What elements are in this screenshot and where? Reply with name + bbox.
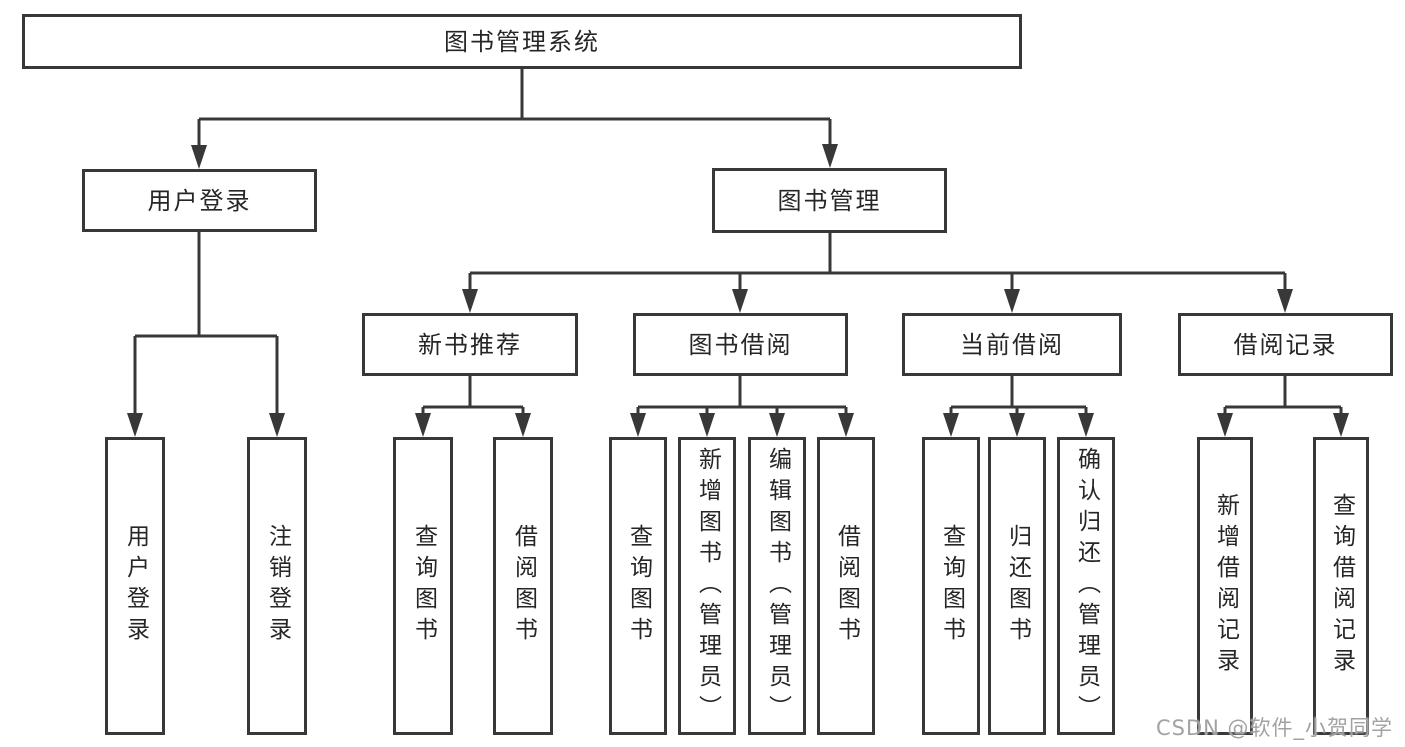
node-book-borrow: 图书借阅	[633, 313, 848, 376]
node-bb-add-label: 新增图书（管理员）	[694, 446, 721, 726]
node-cb-query-label: 查询图书	[938, 524, 965, 648]
node-bb-edit: 编辑图书（管理员）	[748, 437, 806, 735]
node-book-borrow-label: 图书借阅	[688, 330, 793, 359]
node-br-query: 查询借阅记录	[1313, 437, 1369, 735]
node-user-login-label: 用户登录	[147, 186, 252, 215]
node-bb-borrow-label: 借阅图书	[833, 524, 860, 648]
node-br-add: 新增借阅记录	[1197, 437, 1253, 735]
connector-book-borrow-children	[630, 376, 854, 437]
node-ul-user-login: 用户登录	[105, 437, 165, 735]
node-borrow-record-label: 借阅记录	[1233, 330, 1338, 359]
csdn-watermark: CSDN @软件_小贺同学	[1156, 716, 1394, 740]
node-nbr-query-label: 查询图书	[410, 524, 437, 648]
node-bb-query-label: 查询图书	[625, 524, 652, 648]
node-br-query-label: 查询借阅记录	[1328, 493, 1355, 679]
node-cb-return-label: 归还图书	[1004, 524, 1031, 648]
node-bb-query: 查询图书	[609, 437, 667, 735]
node-new-book-rec-label: 新书推荐	[418, 330, 522, 359]
node-borrow-record: 借阅记录	[1178, 313, 1393, 376]
connector-current-borrow-children	[943, 376, 1094, 437]
node-nbr-query: 查询图书	[393, 437, 453, 735]
node-new-book-rec: 新书推荐	[362, 313, 578, 376]
connector-book-mgmt-children	[462, 233, 1293, 313]
node-root: 图书管理系统	[22, 14, 1022, 69]
node-ul-logout: 注销登录	[247, 437, 307, 735]
node-cb-return: 归还图书	[988, 437, 1046, 735]
node-cb-confirm: 确认归还（管理员）	[1057, 437, 1115, 735]
node-bb-edit-label: 编辑图书（管理员）	[764, 446, 791, 726]
node-current-borrow: 当前借阅	[902, 313, 1122, 376]
node-book-mgmt-label: 图书管理	[777, 186, 882, 215]
node-root-label: 图书管理系统	[444, 27, 600, 56]
node-cb-confirm-label: 确认归还（管理员）	[1073, 446, 1100, 726]
node-book-mgmt: 图书管理	[712, 168, 947, 233]
node-bb-add: 新增图书（管理员）	[678, 437, 736, 735]
node-ul-logout-label: 注销登录	[264, 524, 291, 648]
node-bb-borrow: 借阅图书	[817, 437, 875, 735]
connector-user-login-children	[127, 232, 285, 437]
connector-root-to-level2	[191, 69, 838, 169]
connector-new-book-rec-children	[415, 376, 531, 437]
connector-borrow-record-children	[1217, 376, 1349, 437]
node-current-borrow-label: 当前借阅	[960, 330, 1064, 359]
node-nbr-borrow: 借阅图书	[493, 437, 553, 735]
node-user-login: 用户登录	[82, 169, 317, 232]
node-cb-query: 查询图书	[922, 437, 980, 735]
node-ul-user-login-label: 用户登录	[122, 524, 149, 648]
node-br-add-label: 新增借阅记录	[1212, 493, 1239, 679]
node-nbr-borrow-label: 借阅图书	[510, 524, 537, 648]
